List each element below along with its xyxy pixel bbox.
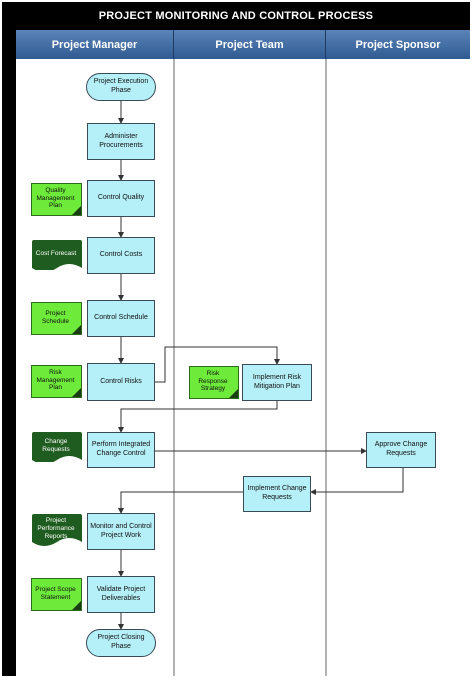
doc-change-requests: Change Requests xyxy=(32,432,82,462)
process-validate-deliverables: Validate Project Deliverables xyxy=(87,576,155,613)
doc-risk-management-plan: Risk Management Plan xyxy=(31,365,82,398)
process-control-schedule: Control Schedule xyxy=(87,300,155,337)
process-implement-risk-mitigation: Implement Risk Mitigation Plan xyxy=(242,364,312,401)
doc-project-performance-reports: Project Performance Reports xyxy=(32,514,82,546)
process-monitor-control-work: Monitor and Control Project Work xyxy=(87,513,155,550)
lane-header-project-manager: Project Manager xyxy=(16,30,174,59)
process-perform-integrated-change-control: Perform Integrated Change Control xyxy=(87,432,155,468)
arrow-risks-implement-risk xyxy=(155,346,280,383)
arrow-implement-change-monitor xyxy=(118,491,243,514)
arrow-approve-implement-change xyxy=(310,468,404,495)
lane-header-project-team: Project Team xyxy=(174,30,326,59)
process-approve-change-requests: Approve Change Requests xyxy=(366,432,436,468)
doc-project-scope-statement: Project Scope Statement xyxy=(31,578,82,611)
doc-quality-management-plan: Quality Management Plan xyxy=(31,183,82,216)
end-terminal: Project Closing Phase xyxy=(86,629,156,657)
process-control-costs: Control Costs xyxy=(87,237,155,274)
diagram-title: PROJECT MONITORING AND CONTROL PROCESS xyxy=(98,10,374,22)
start-terminal: Project Execution Phase xyxy=(86,73,156,101)
process-control-risks: Control Risks xyxy=(87,363,155,401)
arrow-implement-risk-integrated xyxy=(118,401,278,433)
process-implement-change-requests: Implement Change Requests xyxy=(243,476,311,512)
doc-project-schedule: Project Schedule xyxy=(31,302,82,335)
doc-risk-response-strategy: Risk Response Strategy xyxy=(189,366,239,399)
process-administer-procurements: Administer Procurements xyxy=(87,123,155,160)
lane-header-project-sponsor: Project Sponsor xyxy=(326,30,470,59)
process-control-quality: Control Quality xyxy=(87,180,155,217)
